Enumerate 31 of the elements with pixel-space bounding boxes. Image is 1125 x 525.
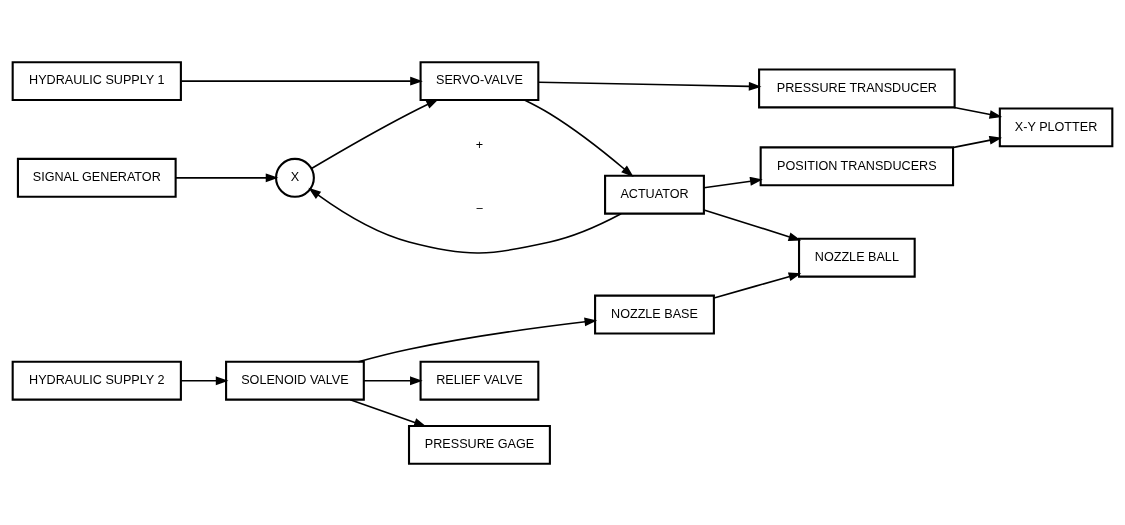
node-box: PRESSURE GAGE bbox=[407, 424, 551, 465]
node-box: SERVO-VALVE bbox=[419, 60, 540, 101]
arrow bbox=[363, 375, 423, 385]
node-box: HYDRAULIC SUPPLY 1 bbox=[11, 60, 182, 101]
node-box: HYDRAULIC SUPPLY 2 bbox=[11, 360, 182, 401]
node-box: PRESSURE TRANSDUCER bbox=[758, 68, 956, 108]
node-box: NOZZLE BASE bbox=[594, 294, 715, 334]
arrow bbox=[180, 375, 229, 385]
arrow bbox=[524, 98, 634, 177]
arrow bbox=[349, 398, 427, 427]
label: + bbox=[475, 137, 484, 152]
node-box: X-Y PLOTTER bbox=[998, 106, 1114, 147]
node-box: ACTUATOR bbox=[604, 174, 705, 215]
node-box: NOZZLE BALL bbox=[798, 237, 916, 278]
arrow bbox=[310, 98, 439, 169]
node-box: SOLENOID VALVE bbox=[225, 360, 365, 401]
node-circle: X bbox=[274, 157, 315, 198]
arrow bbox=[713, 271, 802, 299]
node-box: RELIEF VALVE bbox=[419, 360, 540, 401]
arrow bbox=[703, 208, 802, 241]
node-box: POSITION TRANSDUCERS bbox=[759, 145, 955, 186]
arrow bbox=[952, 135, 1003, 148]
arrow bbox=[703, 176, 763, 189]
arrow bbox=[357, 316, 598, 363]
arrow bbox=[537, 80, 762, 91]
arrow bbox=[308, 187, 622, 254]
arrow bbox=[175, 172, 279, 182]
node-box: SIGNAL GENERATOR bbox=[16, 157, 177, 198]
arrow bbox=[953, 106, 1003, 119]
arrow bbox=[180, 76, 423, 86]
label: − bbox=[475, 201, 484, 216]
